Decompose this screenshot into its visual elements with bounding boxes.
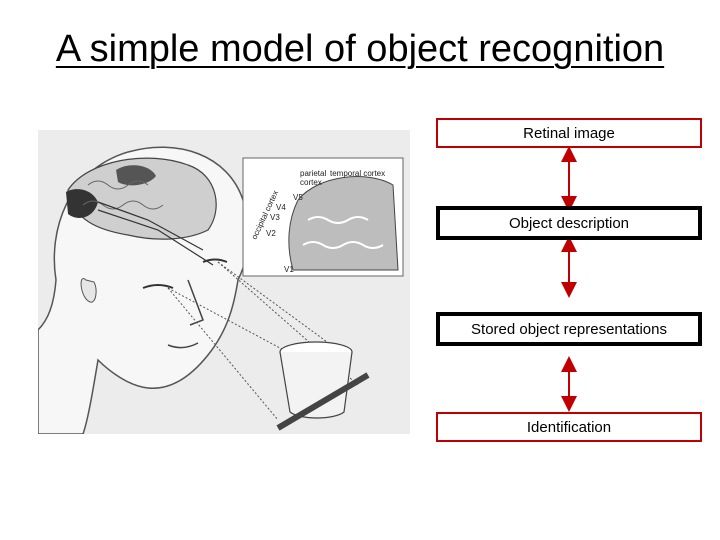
- label-cortex: cortex: [300, 178, 322, 187]
- box-identification: Identification: [436, 412, 702, 442]
- brain-shape: [67, 157, 217, 240]
- cup-body: [279, 351, 353, 419]
- label-v2: V2: [266, 229, 276, 238]
- label-v4: V4: [276, 203, 286, 212]
- eye-left: [142, 284, 174, 289]
- nose: [187, 279, 204, 326]
- label-v5: V5: [293, 193, 303, 202]
- inset-folds-2: [302, 241, 384, 249]
- slide-title: A simple model of object recognition: [55, 28, 665, 70]
- optic-path-2: [97, 209, 214, 266]
- optic-path-1: [97, 201, 204, 251]
- box-stored-object-representations: Stored object representations: [436, 312, 702, 346]
- sight-line-4: [217, 261, 359, 386]
- sight-line-3: [217, 261, 339, 351]
- sight-line-2: [167, 287, 279, 421]
- pencil: [276, 372, 370, 431]
- inset-folds: [307, 216, 369, 224]
- label-temporal-cortex: temporal cortex: [330, 169, 385, 178]
- occipital-region: [66, 189, 98, 218]
- brain-vision-illustration: parietal temporal cortex cortex occipita…: [38, 130, 410, 434]
- parietal-region: [116, 165, 156, 186]
- inset-brain: [288, 176, 399, 271]
- mouth: [167, 342, 199, 349]
- ear: [80, 277, 97, 303]
- box-object-description: Object description: [436, 206, 702, 240]
- eye-right: [202, 258, 228, 263]
- label-v3: V3: [270, 213, 280, 222]
- brain-folds-2: [87, 180, 149, 190]
- label-v1: V1: [284, 265, 294, 274]
- brain-folds: [82, 200, 164, 210]
- label-parietal: parietal: [300, 169, 326, 178]
- illustration-svg: parietal temporal cortex cortex occipita…: [38, 146, 404, 434]
- box-retinal-image: Retinal image: [436, 118, 702, 148]
